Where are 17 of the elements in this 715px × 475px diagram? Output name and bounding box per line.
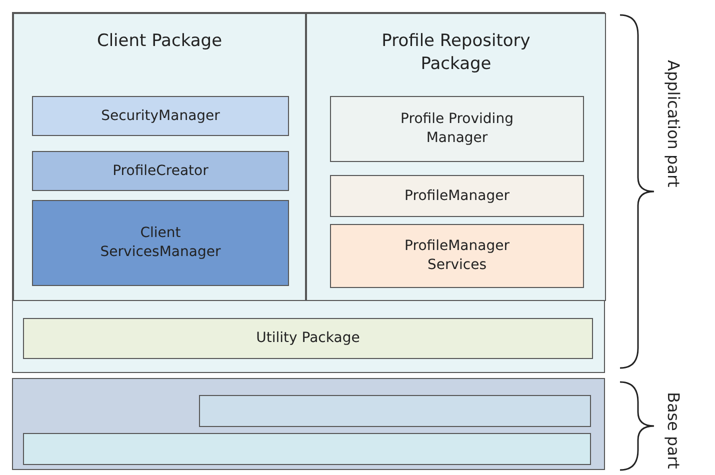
component-box: Client ServicesManager	[32, 200, 289, 286]
package-title: Client Package	[96, 30, 222, 53]
package-panel	[13, 13, 306, 301]
library-box	[23, 433, 591, 465]
panel-background	[12, 12, 605, 373]
package-panel	[306, 13, 606, 301]
panel-background	[12, 378, 605, 470]
package-title: Profile Repository Package	[380, 30, 532, 76]
bracket-label: Base part	[664, 392, 683, 469]
component-box: ProfileCreator	[32, 151, 289, 191]
library-box	[199, 395, 591, 427]
component-box: Profile Providing Manager	[330, 96, 584, 162]
package-box: Utility Package	[23, 318, 593, 359]
component-box: ProfileManager	[330, 175, 584, 217]
bracket-label: Application part	[664, 60, 683, 188]
component-box: ProfileManager Services	[330, 224, 584, 288]
component-box: SecurityManager	[32, 96, 289, 136]
